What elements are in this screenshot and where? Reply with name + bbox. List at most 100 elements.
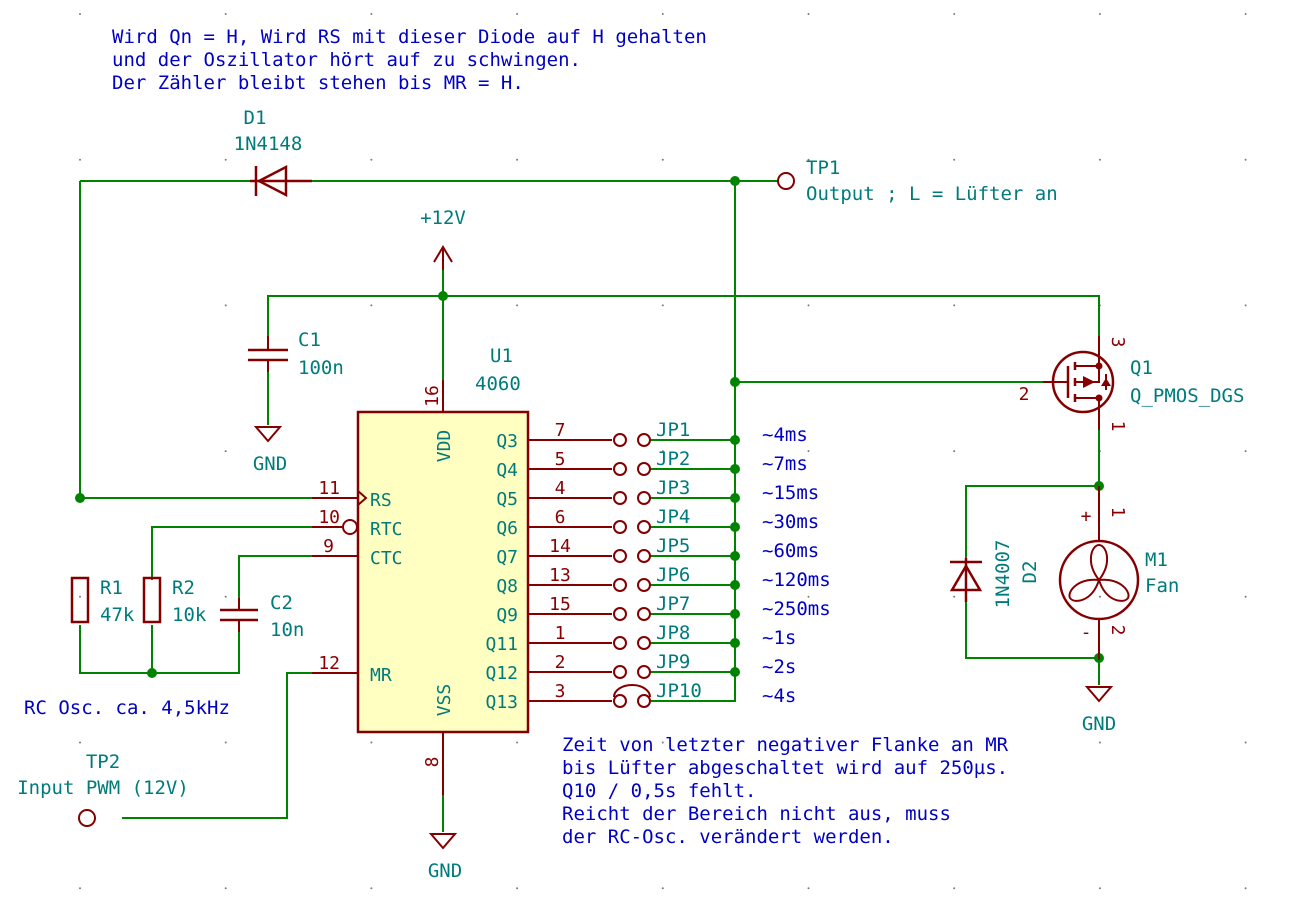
vcc-label: +12V [420, 207, 466, 229]
junction [730, 551, 740, 561]
fan-m1: + - 1 2 M1 Fan [1058, 486, 1179, 660]
d2-triangle [949, 563, 983, 592]
jumper-ref: JP8 [656, 622, 690, 644]
u1-pin-rs-number: 11 [318, 478, 340, 499]
junction [730, 435, 740, 445]
grid-dot [807, 595, 810, 598]
time-label: ~30ms [762, 511, 819, 533]
time-label: ~15ms [762, 482, 819, 504]
grid-dot [661, 158, 664, 161]
grid-dot [1244, 450, 1247, 453]
note-top: Wird Qn = H, Wird RS mit dieser Diode au… [112, 26, 707, 94]
m1-pin-plus: 1 [1107, 507, 1128, 518]
grid-dot [224, 158, 227, 161]
gnd-fan-symbol [1084, 686, 1114, 703]
grid-dot [79, 595, 81, 598]
grid-dot [953, 450, 956, 453]
grid-dot [807, 304, 810, 307]
u1-ref: U1 [490, 345, 513, 367]
r2-ref: R2 [172, 577, 195, 599]
m1-blade-3 [1068, 578, 1101, 602]
tp2-ref: TP2 [86, 751, 120, 773]
wire-osc-bottom [79, 625, 240, 674]
u1-output-name: Q4 [496, 460, 518, 481]
u1-output-name: Q5 [496, 489, 518, 510]
time-label: ~60ms [762, 540, 819, 562]
wire-ctc [238, 555, 312, 600]
u1-rs-clock-marker [357, 490, 368, 506]
u1-output-name: Q11 [485, 634, 518, 655]
note-bottom-line-2: bis Lüfter abgeschaltet wird auf 250µs. [562, 757, 1008, 779]
q1-ref: Q1 [1130, 357, 1153, 379]
jumper-pad [613, 636, 627, 650]
wire-12v-rail [267, 295, 1100, 336]
grid-dot [224, 741, 227, 744]
u1-pin-vdd-number: 16 [422, 385, 443, 407]
u1-output-pin-number: 2 [555, 652, 566, 673]
jumper-pad [637, 491, 651, 505]
junction [730, 176, 740, 186]
u1-output-name: Q7 [496, 547, 518, 568]
grid-dot [807, 158, 810, 161]
junction [730, 493, 740, 503]
note-bottom-line-1: Zeit von letzter negativer Flanke an MR [562, 734, 1009, 756]
wire-rtc [151, 526, 312, 580]
u1-output-name: Q13 [485, 692, 518, 713]
u1-body [356, 410, 530, 734]
q1-pin-g: 2 [1019, 384, 1030, 405]
c1-ref: C1 [298, 329, 321, 351]
grid-dot [516, 887, 519, 890]
grid-dot [1244, 741, 1247, 744]
q1-node-drain [1095, 394, 1103, 402]
jumper-pad [637, 549, 651, 563]
junction [730, 377, 740, 387]
testpoint-tp2: TP2 Input PWM (12V) [17, 751, 189, 827]
gnd-fan: GND [1082, 686, 1116, 735]
grid-dot [661, 887, 664, 890]
q1-pin-d: 1 [1107, 421, 1128, 432]
u1-pin-rtc-number: 10 [318, 507, 340, 528]
jumper-ref: JP9 [656, 651, 690, 673]
jumper-pad [637, 607, 651, 621]
time-label: ~2s [762, 656, 796, 678]
u1-pin-ctc-number: 9 [323, 536, 334, 557]
jumper-pad [613, 491, 627, 505]
junction [730, 464, 740, 474]
grid-dot [370, 887, 373, 890]
grid-dot [953, 158, 956, 161]
time-label: ~1s [762, 627, 796, 649]
grid-dot [370, 304, 373, 307]
r1-ref: R1 [100, 577, 123, 599]
grid-dot [807, 887, 810, 890]
grid-dot [1098, 595, 1101, 598]
mosfet-q1: 3 2 1 Q1 Q_PMOS_DGS [1019, 336, 1244, 432]
u1-pin-rs-name: RS [370, 490, 392, 511]
tp1-ref: TP1 [806, 157, 840, 179]
u1-pin-vss-number: 8 [422, 757, 443, 768]
wire-d2-bottom [965, 600, 1099, 659]
grid-dot [1244, 13, 1247, 15]
grid-dot [661, 13, 664, 15]
r1-value: 47k [100, 604, 135, 626]
grid-dot [370, 741, 373, 744]
gnd-c1-symbol [253, 426, 283, 443]
jumper-pad [613, 578, 627, 592]
capacitor-c2: C2 10n [220, 592, 304, 641]
resistor-r1: R1 47k [70, 576, 135, 626]
r2-value: 10k [172, 604, 207, 626]
grid-dot [516, 13, 519, 15]
q1-arrow [1083, 376, 1095, 388]
diode-d2: 1N4007 D2 [949, 540, 1041, 608]
junction [730, 522, 740, 532]
gnd-u1-symbol [428, 833, 458, 850]
jumper-pad [637, 694, 651, 708]
grid-dot [953, 887, 956, 890]
m1-value: Fan [1145, 575, 1179, 597]
grid-dot [661, 450, 664, 453]
grid-dot [661, 741, 664, 744]
jumper-pad [613, 549, 627, 563]
wire-mr [122, 672, 312, 819]
u1-output-pin-number: 3 [555, 681, 566, 702]
u1-output-name: Q8 [496, 576, 518, 597]
jumper-pad [637, 462, 651, 476]
